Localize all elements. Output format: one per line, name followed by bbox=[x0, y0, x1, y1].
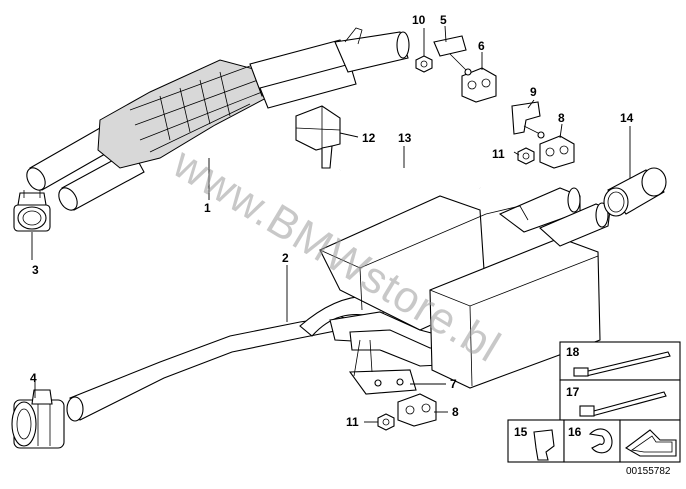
bracket-5 bbox=[433, 35, 472, 76]
callout-8-upper: 8 bbox=[558, 111, 565, 125]
callout-2: 2 bbox=[282, 251, 289, 265]
callout-6: 6 bbox=[478, 39, 485, 53]
callout-17: 17 bbox=[566, 385, 580, 399]
small-parts-inset bbox=[507, 341, 681, 463]
reference-code: 00155782 bbox=[626, 466, 671, 477]
bracket-7 bbox=[348, 339, 417, 395]
callout-18: 18 bbox=[566, 345, 580, 359]
callout-14: 14 bbox=[620, 111, 634, 125]
callout-7: 7 bbox=[450, 377, 457, 391]
vacuum-hose-13 bbox=[339, 163, 481, 189]
callout-11-upper: 11 bbox=[492, 147, 505, 161]
callout-5: 5 bbox=[440, 13, 447, 27]
callout-9: 9 bbox=[530, 85, 537, 99]
callout-3: 3 bbox=[32, 263, 39, 277]
pipe-clamp-3 bbox=[13, 190, 51, 232]
callout-13: 13 bbox=[398, 131, 412, 145]
rear-silencer bbox=[319, 187, 611, 389]
callout-16: 16 bbox=[568, 425, 582, 439]
nut-11-upper bbox=[517, 147, 535, 165]
callout-15: 15 bbox=[514, 425, 528, 439]
hex-nut-10 bbox=[415, 55, 433, 73]
tailpipe-trim-14 bbox=[603, 167, 667, 217]
callout-8-lower: 8 bbox=[452, 405, 459, 419]
callout-12: 12 bbox=[362, 131, 376, 145]
bracket-9 bbox=[511, 101, 545, 139]
callout-10: 10 bbox=[412, 13, 426, 27]
rubber-mount-8-upper bbox=[539, 135, 575, 169]
pipe-clamp-4 bbox=[11, 389, 65, 449]
nut-11-lower bbox=[377, 413, 395, 431]
front-pipe-catalytic-converter bbox=[26, 27, 410, 211]
callout-11-lower: 11 bbox=[346, 415, 359, 429]
leader-lines bbox=[31, 25, 631, 423]
flap-actuator-12 bbox=[295, 105, 341, 169]
callout-4: 4 bbox=[30, 371, 37, 385]
rubber-mount-8-lower bbox=[397, 393, 437, 427]
callout-1: 1 bbox=[204, 201, 211, 215]
